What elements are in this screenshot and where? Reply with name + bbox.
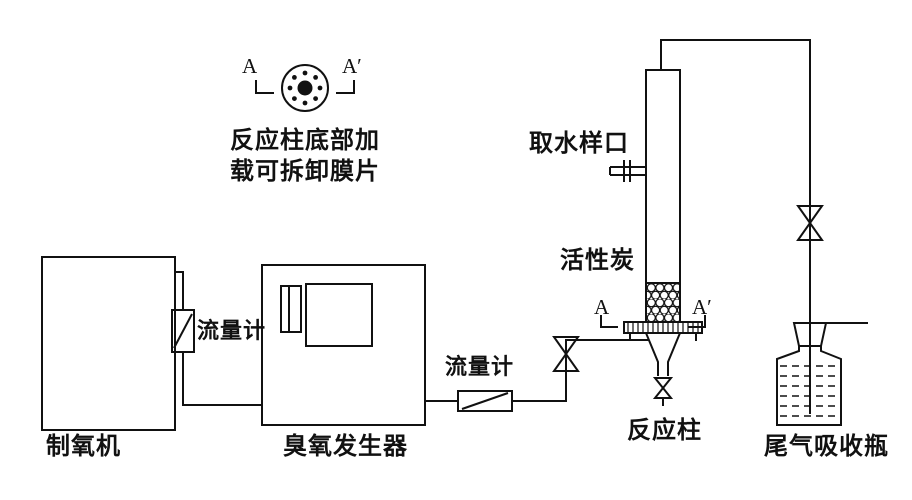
bolt-holes (287, 70, 323, 106)
bottle-liquid (780, 365, 838, 417)
oxygen-generator-label: 制氧机 (46, 433, 121, 460)
pipe-column-to-bottle (660, 39, 811, 327)
top-view-label-a-prime: A′ (342, 54, 362, 78)
tail-gas-bottle-label: 尾气吸收瓶 (764, 433, 889, 460)
activated-carbon-label: 活性炭 (560, 247, 635, 274)
inlet-valve (552, 336, 580, 372)
ozone-display (305, 283, 373, 347)
membrane-note-line2: 载可拆卸膜片 (230, 158, 380, 185)
drain-valve (652, 377, 674, 399)
ozone-generator-label: 臭氧发生器 (283, 433, 408, 460)
absorption-bottle (776, 322, 868, 426)
reaction-column-label: 反应柱 (627, 417, 702, 444)
activated-carbon-bed (646, 282, 680, 321)
ozone-generator (261, 264, 426, 426)
membrane-section-view (255, 64, 355, 112)
pipe-oxygen-to-ozone (175, 271, 262, 406)
water-sampling-port (609, 160, 646, 182)
membrane-center (297, 80, 313, 96)
section-mark-left (255, 80, 274, 94)
flow-meter-vertical (171, 309, 195, 353)
flow-meter-horizontal (457, 390, 513, 412)
top-view-label-a: A (242, 54, 258, 78)
section-mark-a-prime (688, 315, 706, 328)
membrane-note-line1: 反应柱底部加 (230, 127, 380, 154)
flow-meter-left-label: 流量计 (197, 318, 267, 343)
reaction-column-body (645, 39, 811, 327)
section-label-a-prime: A′ (692, 295, 712, 319)
ozone-control-strip (280, 285, 302, 333)
section-label-a: A (594, 295, 610, 319)
section-mark-right (336, 80, 355, 94)
flow-meter-mid-label: 流量计 (445, 354, 515, 379)
section-mark-a (600, 315, 618, 328)
outlet-valve (796, 205, 824, 241)
oxygen-generator (41, 256, 176, 431)
bottle-body (776, 346, 842, 426)
flange-circle (281, 64, 329, 112)
sampling-port-label: 取水样口 (529, 130, 629, 157)
column-cone-outlet (645, 332, 681, 406)
membrane-flange (600, 315, 706, 341)
